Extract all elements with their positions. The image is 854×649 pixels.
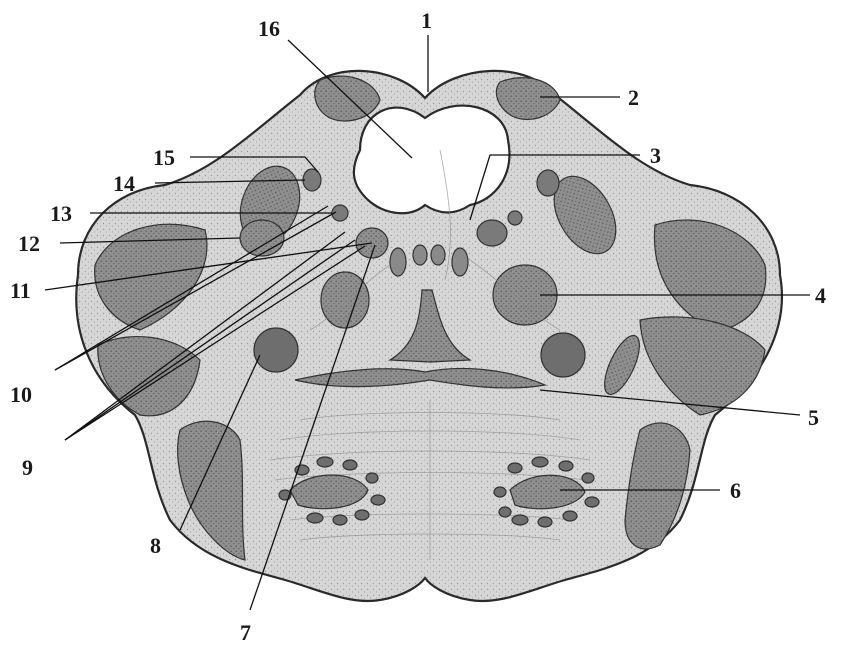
callout-label-12: 12 xyxy=(18,231,40,256)
callout-label-16: 16 xyxy=(258,16,280,41)
right-vessel-small-b xyxy=(477,220,507,246)
callout-label-2: 2 xyxy=(628,85,639,110)
callout-label-14: 14 xyxy=(113,171,135,196)
left-vessel-medium xyxy=(240,220,284,256)
callout-label-7: 7 xyxy=(240,620,251,645)
right-vessel-small-c xyxy=(508,211,522,225)
midline-structure-right xyxy=(431,245,445,265)
callout-label-9: 9 xyxy=(22,455,33,480)
right-vessel-small-a xyxy=(537,170,559,196)
callout-label-13: 13 xyxy=(50,201,72,226)
central-cavity xyxy=(354,106,510,214)
callout-label-3: 3 xyxy=(650,143,661,168)
left-small-nucleus xyxy=(390,248,406,276)
callout-label-6: 6 xyxy=(730,478,741,503)
callout-label-8: 8 xyxy=(150,533,161,558)
callout-label-5: 5 xyxy=(808,405,819,430)
callout-label-4: 4 xyxy=(815,283,826,308)
left-vessel-small-a xyxy=(303,169,321,191)
left-nucleus-8 xyxy=(254,328,298,372)
right-lower-nucleus xyxy=(541,333,585,377)
midline-structure-left xyxy=(413,245,427,265)
callout-label-15: 15 xyxy=(153,145,175,170)
right-small-nucleus xyxy=(452,248,468,276)
callout-label-11: 11 xyxy=(10,278,31,303)
callout-label-1: 1 xyxy=(421,8,432,33)
left-gray-region xyxy=(321,272,369,328)
callout-label-10: 10 xyxy=(10,382,32,407)
